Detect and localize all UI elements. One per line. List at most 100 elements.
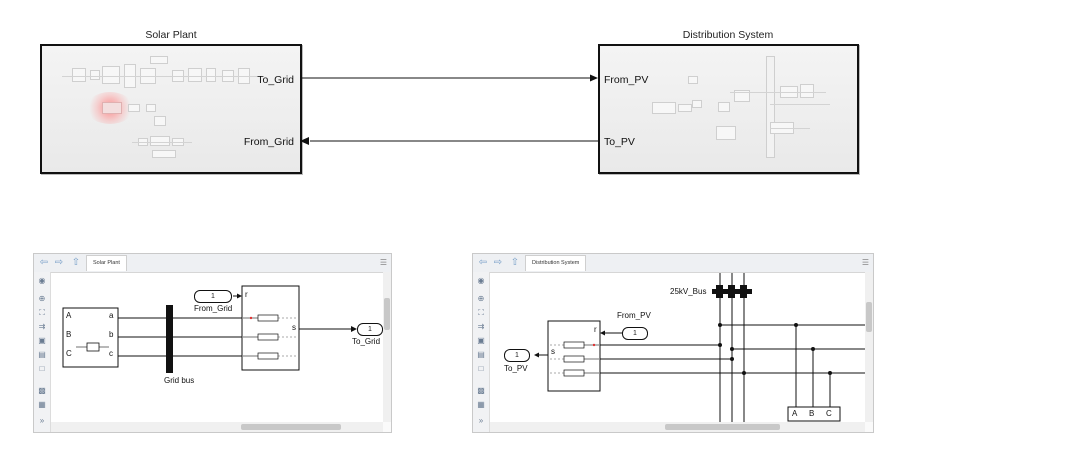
preview-block (800, 84, 814, 98)
menu-icon[interactable]: ☰ (379, 258, 387, 267)
preview-block (152, 150, 176, 158)
menu-icon[interactable]: ☰ (861, 258, 869, 267)
top-level-connections (300, 74, 598, 145)
camera-icon[interactable]: ▩ (477, 386, 485, 395)
selector-port-r: r (245, 290, 248, 299)
layers-icon[interactable]: ▦ (38, 400, 46, 409)
expand-icon[interactable]: » (39, 416, 45, 425)
to-pv-port-label: To_PV (604, 136, 635, 148)
preview-block (150, 56, 168, 64)
preview-block (188, 68, 202, 82)
solar-plant-subsystem[interactable]: To_Grid From_Grid (40, 44, 302, 174)
to-grid-outport[interactable]: 1 (357, 323, 383, 336)
to-pv-outport[interactable]: 1 (504, 349, 530, 362)
up-folder-icon[interactable]: ⇧ (510, 257, 520, 268)
forward-arrow-icon[interactable]: ⇨ (493, 257, 503, 268)
forward-arrow-icon[interactable]: ⇨ (54, 257, 64, 268)
distribution-system-horizontal-scrollbar[interactable] (490, 422, 865, 432)
converter-port-c: c (109, 349, 113, 358)
distribution-system-diagram (534, 273, 865, 422)
from-pv-port-label: From_PV (604, 74, 649, 86)
to-grid-label: To_Grid (352, 337, 381, 346)
up-folder-icon[interactable]: ⇧ (71, 257, 81, 268)
solar-plant-palette: ◉ ⊕ ⛶ ⇉ ▣ ▤ □ ▩ ▦ » (34, 272, 51, 432)
arrow-icon[interactable]: ⇉ (38, 322, 46, 331)
from-pv-inport[interactable]: 1 (622, 327, 648, 340)
to-pv-label: To_PV (504, 364, 528, 373)
converter-port-A: A (66, 311, 72, 320)
25kv-bus-label: 25kV_Bus (670, 287, 707, 296)
scroll-thumb[interactable] (665, 424, 780, 430)
back-arrow-icon[interactable]: ⇦ (478, 257, 488, 268)
converter-port-a: a (109, 311, 114, 320)
converter-port-b: b (109, 330, 114, 339)
solar-plant-diagram (62, 285, 357, 373)
arrow-icon[interactable]: ⇉ (477, 322, 485, 331)
solar-plant-toolbar: ⇦ ⇨ ⇧ Solar Plant ☰ (34, 254, 391, 273)
scroll-thumb[interactable] (241, 424, 341, 430)
abc-port-C: C (826, 409, 832, 418)
selector-port-s: s (292, 323, 296, 332)
area-icon[interactable]: □ (39, 364, 45, 373)
preview-block (102, 102, 122, 114)
area-icon[interactable]: □ (478, 364, 484, 373)
converter-inner-element (86, 342, 100, 352)
preview-wire (132, 142, 192, 143)
scroll-thumb[interactable] (866, 302, 872, 332)
tab-distribution-system[interactable]: Distribution System (525, 255, 587, 271)
preview-block (146, 104, 156, 112)
preview-block (688, 76, 698, 84)
preview-block (128, 104, 140, 112)
preview-wire (730, 92, 826, 93)
camera-icon[interactable]: ▩ (38, 386, 46, 395)
from-grid-inport[interactable]: 1 (194, 290, 232, 303)
preview-wire (770, 104, 830, 105)
distribution-system-subsystem[interactable]: From_PV To_PV (598, 44, 859, 174)
selector-port-s: s (551, 347, 555, 356)
solar-plant-title: Solar Plant (145, 29, 197, 41)
from-pv-label: From_PV (617, 311, 651, 320)
preview-block (652, 102, 676, 114)
distribution-system-canvas[interactable]: 25kV_Bus From_PV 1 r s 1 To_PV A B C (490, 273, 865, 422)
preview-block (72, 68, 86, 82)
image-icon[interactable]: ▣ (38, 336, 46, 345)
preview-block (678, 104, 692, 112)
annotation-icon[interactable]: ▤ (38, 350, 46, 359)
from-grid-label: From_Grid (194, 304, 233, 313)
tab-solar-plant[interactable]: Solar Plant (86, 255, 127, 271)
converter-port-C: C (66, 349, 72, 358)
fit-view-icon[interactable]: ⛶ (478, 308, 484, 317)
abc-port-B: B (809, 409, 815, 418)
to-grid-port-label: To_Grid (257, 74, 294, 86)
scroll-thumb[interactable] (384, 298, 390, 330)
from-grid-arrowhead (300, 137, 309, 145)
annotation-icon[interactable]: ▤ (477, 350, 485, 359)
preview-block (90, 70, 100, 80)
distribution-system-title: Distribution System (682, 29, 774, 41)
preview-block (716, 126, 736, 140)
solar-plant-vertical-scrollbar[interactable] (383, 272, 391, 422)
solar-plant-model-window[interactable]: ⇦ ⇨ ⇧ Solar Plant ☰ ◉ ⊕ ⛶ ⇉ ▣ ▤ □ ▩ ▦ » (33, 253, 392, 433)
eye-icon[interactable]: ◉ (477, 276, 485, 285)
preview-block (154, 116, 166, 126)
distribution-system-toolbar: ⇦ ⇨ ⇧ Distribution System ☰ (473, 254, 873, 273)
zoom-icon[interactable]: ⊕ (477, 294, 485, 303)
preview-wire (62, 76, 262, 77)
zoom-icon[interactable]: ⊕ (38, 294, 46, 303)
converter-port-B: B (66, 330, 72, 339)
image-icon[interactable]: ▣ (477, 336, 485, 345)
distribution-system-vertical-scrollbar[interactable] (865, 272, 873, 422)
from-grid-port-label: From_Grid (243, 136, 294, 148)
back-arrow-icon[interactable]: ⇦ (39, 257, 49, 268)
solar-plant-horizontal-scrollbar[interactable] (51, 422, 383, 432)
solar-plant-canvas[interactable]: A B C a b c Grid bus 1 From_Grid r s 1 T… (51, 273, 383, 422)
eye-icon[interactable]: ◉ (38, 276, 46, 285)
grid-bus-label: Grid bus (164, 376, 195, 385)
layers-icon[interactable]: ▦ (477, 400, 485, 409)
expand-icon[interactable]: » (478, 416, 484, 425)
distribution-system-model-window[interactable]: ⇦ ⇨ ⇧ Distribution System ☰ ◉ ⊕ ⛶ ⇉ ▣ ▤ … (472, 253, 874, 433)
distribution-system-palette: ◉ ⊕ ⛶ ⇉ ▣ ▤ □ ▩ ▦ » (473, 272, 490, 432)
preview-block (692, 100, 702, 108)
preview-block (734, 90, 750, 102)
fit-view-icon[interactable]: ⛶ (39, 308, 45, 317)
